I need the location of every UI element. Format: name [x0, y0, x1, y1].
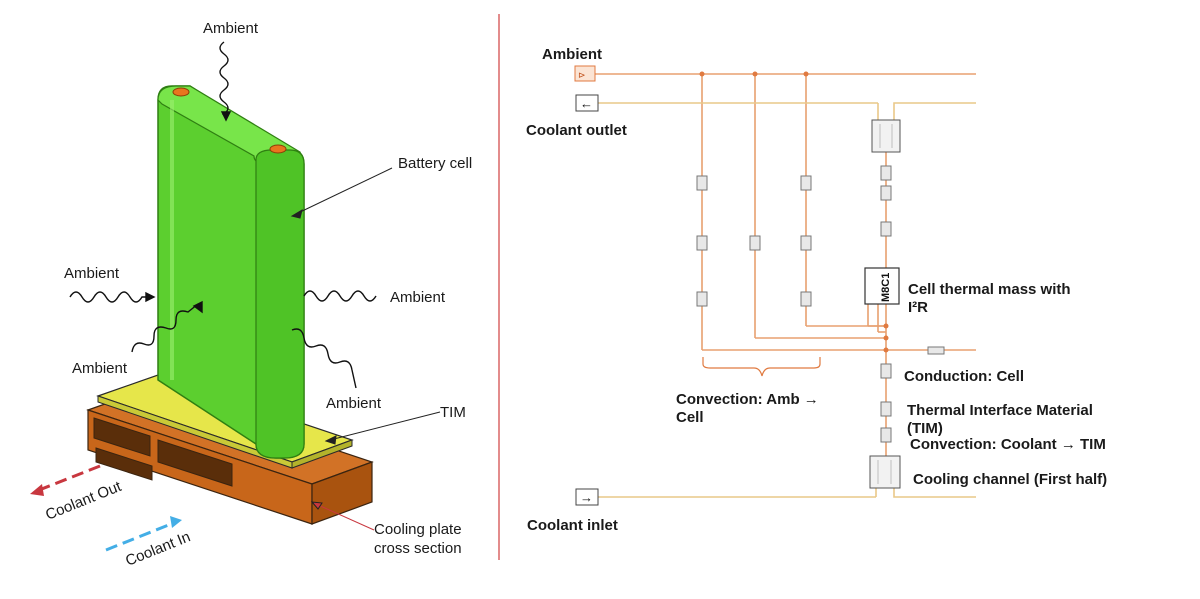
coolant-out-arrow: [30, 464, 101, 496]
pipe-block-bottom: [869, 455, 901, 489]
convection-element: [800, 235, 812, 251]
label-ambient-left-upper: Ambient: [64, 265, 120, 282]
terminal-negative: [269, 144, 287, 154]
wave-arrow-bottom-right: [291, 328, 357, 389]
tim-element: [880, 401, 892, 417]
pipe-block-top: [871, 119, 901, 153]
convection-element: [749, 235, 761, 251]
convection-element: [800, 291, 812, 307]
branch-elements: [696, 165, 945, 443]
convection-element: [927, 346, 945, 355]
label-ambient-bottom-right: Ambient: [326, 395, 382, 412]
coolant-inlet-port: →: [575, 488, 599, 506]
convection-element: [880, 165, 892, 181]
label-coolant-out: Coolant Out: [43, 478, 124, 524]
wave-arrow-left-lower: [131, 303, 199, 353]
label-convection-amb-line2: Cell: [676, 409, 704, 426]
junction-dots: [699, 71, 889, 353]
label-coolant-outlet: Coolant outlet: [526, 122, 627, 139]
label-coolant-inlet: Coolant inlet: [527, 517, 618, 534]
battery-illustration: Ambient Battery cell Ambient Ambient Amb…: [30, 20, 472, 570]
convection-element: [880, 185, 892, 201]
label-cell-mass-line1: Cell thermal mass with: [908, 281, 1071, 298]
wave-arrow-left-upper: [69, 291, 148, 303]
label-battery-cell: Battery cell: [398, 155, 472, 172]
conduction-element: [880, 363, 892, 379]
label-ambient-port: Ambient: [542, 46, 602, 63]
battery-cell: [157, 85, 305, 459]
wave-arrow-top: [219, 41, 229, 115]
svg-text:→: →: [580, 490, 593, 505]
cell-thermal-mass-block: M8C1: [864, 267, 900, 305]
convection-element: [880, 221, 892, 237]
label-tim-line1: Thermal Interface Material: [907, 402, 1093, 419]
ambient-source-block: ⊳: [574, 65, 596, 82]
convection-element: [800, 175, 812, 191]
wave-arrow-right: [303, 290, 377, 302]
label-convection-amb-line1: Convection: Amb →: [676, 391, 819, 408]
label-tim: TIM: [440, 404, 466, 421]
coolant-in-arrow: [105, 516, 182, 552]
heat-wave-arrows: [69, 41, 377, 389]
mass-block-label: M8C1: [880, 273, 892, 302]
label-cooling-channel: Cooling channel (First half): [913, 471, 1107, 488]
label-ambient-left-lower: Ambient: [72, 360, 128, 377]
fluid-wires: [598, 102, 976, 498]
coolant-outlet-port: ←: [575, 94, 599, 112]
thermal-schematic: ⊳ ← →: [526, 46, 1107, 534]
convection-coolant-element: [880, 427, 892, 443]
svg-text:←: ←: [580, 96, 593, 111]
convection-element: [696, 175, 708, 191]
label-cell-mass-line2: I²R: [908, 299, 928, 316]
label-ambient-right: Ambient: [390, 289, 446, 306]
convection-element: [696, 235, 708, 251]
label-tim-line2: (TIM): [907, 420, 943, 437]
label-cooling-plate-line2: cross section: [374, 540, 462, 557]
label-cooling-plate-line1: Cooling plate: [374, 521, 462, 538]
svg-text:⊳: ⊳: [578, 70, 586, 80]
label-conduction-cell: Conduction: Cell: [904, 368, 1024, 385]
convection-brace: [702, 357, 821, 377]
label-convection-coolant: Convection: Coolant → TIM: [910, 436, 1106, 453]
leader-lines: [290, 167, 441, 531]
label-ambient-top: Ambient: [203, 20, 259, 37]
terminal-positive: [172, 87, 190, 97]
label-coolant-in: Coolant In: [123, 528, 193, 569]
convection-element: [696, 291, 708, 307]
